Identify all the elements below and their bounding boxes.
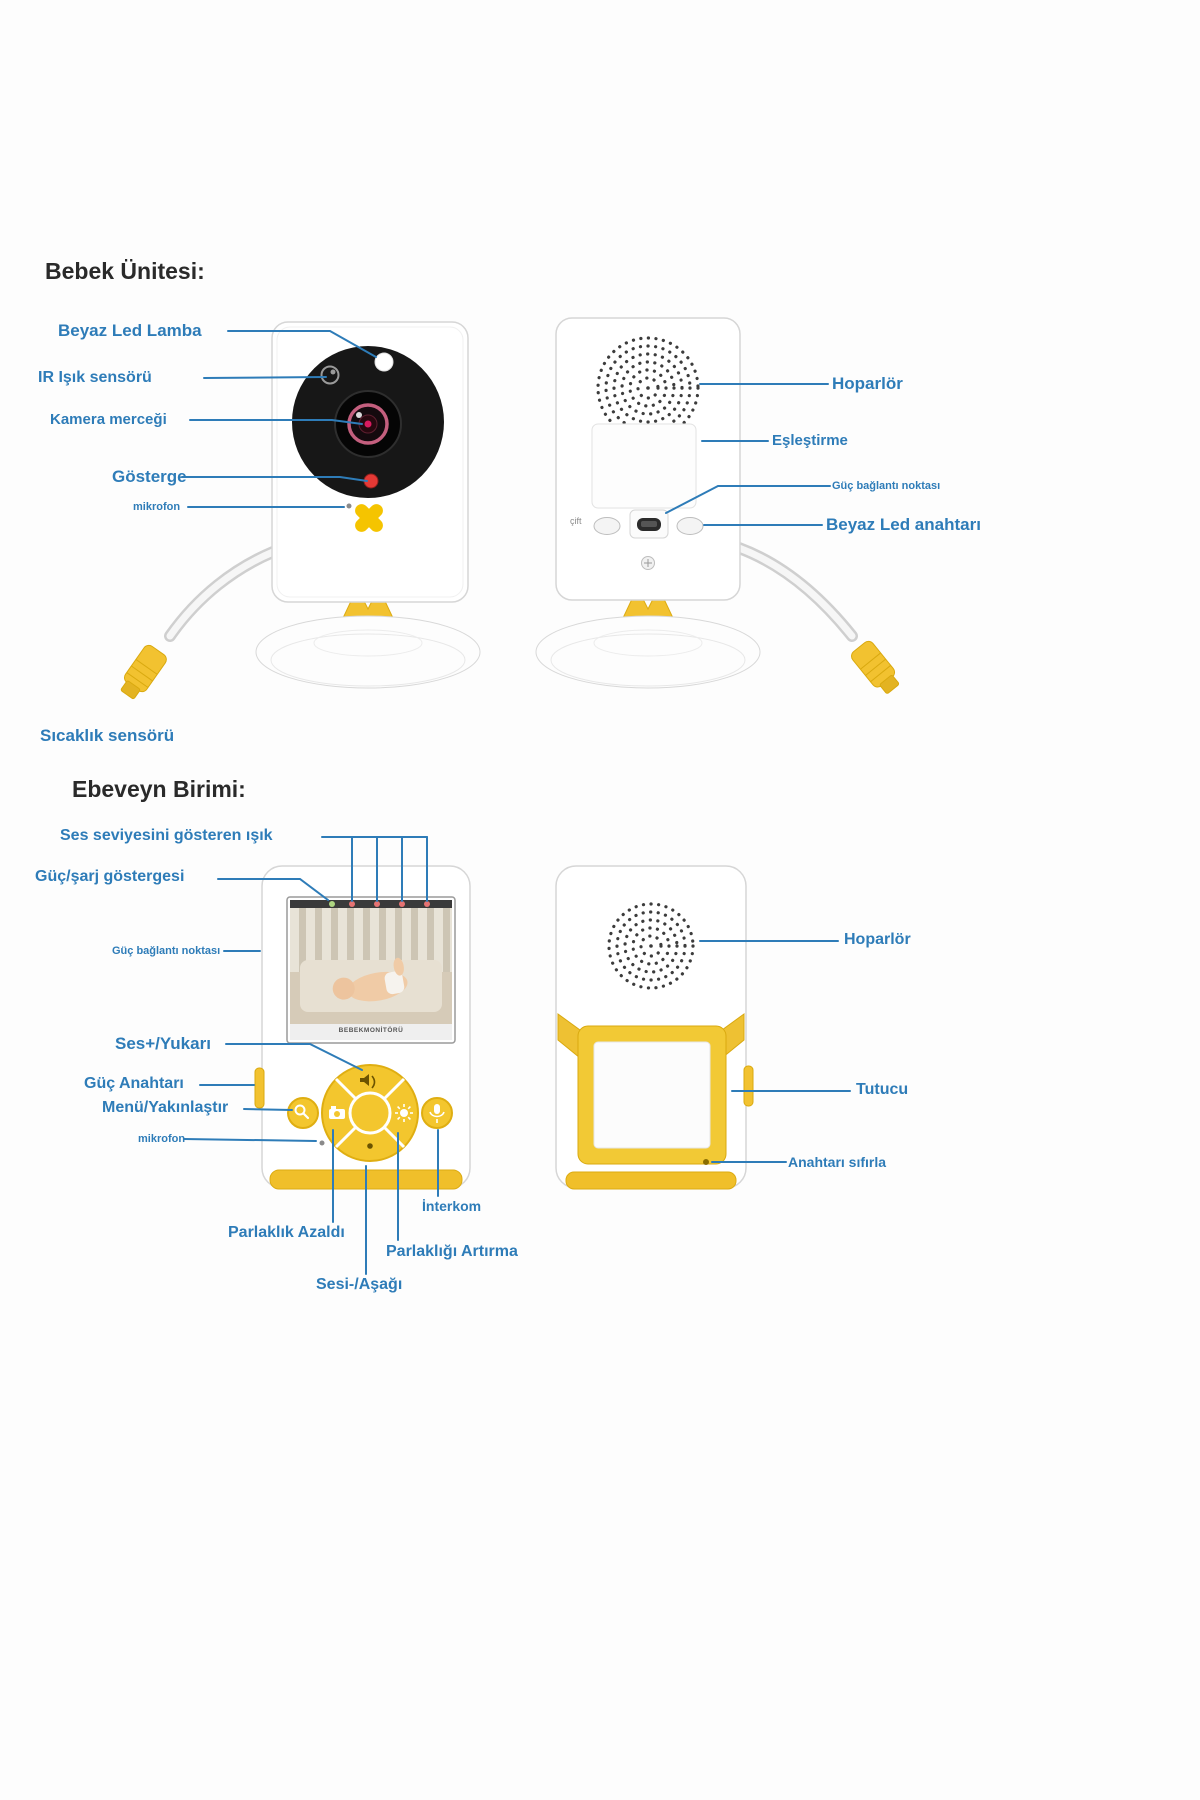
sound-level-led [424,901,430,907]
label-brightness-down: Parlaklık Azaldı [228,1224,345,1241]
label-microphone: mikrofon [133,501,181,513]
label-white-led-switch: Beyaz Led anahtarı [826,515,981,534]
sound-level-led [399,901,405,907]
callout-volume-up [225,1043,363,1071]
label-volume-up: Ses+/Yukarı [115,1034,211,1053]
volume-up-icon [360,1074,376,1089]
stand-base [255,615,481,689]
speaker-grille [607,902,695,990]
sound-level-led [374,901,380,907]
label-holder: Tutucu [856,1081,909,1098]
label-pairing: Eşleştirme [772,432,848,449]
temperature-sensor-plug [120,644,167,700]
label-volume-down: Sesi-/Aşağı [316,1276,403,1293]
callout-camera-lens [189,419,363,425]
brand-x-logo [355,504,383,532]
temperature-sensor-plug [851,640,900,694]
intercom-button[interactable] [421,1097,453,1129]
callout-menu-zoom [243,1108,293,1111]
reset-pinhole[interactable] [703,1159,709,1165]
white-led-lamp [374,352,394,372]
callout-lines [181,330,851,1275]
microphone-hole [319,1140,325,1146]
power-charge-led [329,901,335,907]
volume-down-icon [367,1143,373,1149]
label-temperature-sensor: Sıcaklık sensörü [40,726,175,745]
label-microphone-parent: mikrofon [138,1133,186,1145]
label-power-charge: Güç/şarj göstergesi [35,868,185,885]
stand-base [535,615,761,689]
callout-power-charge [217,878,329,901]
callout-power-port [665,485,831,514]
temperature-cable [164,546,279,642]
callout-microphone-parent [183,1138,317,1142]
speaker-grille [596,336,700,440]
bottom-trim [565,1171,737,1190]
dpad[interactable] [321,1064,419,1162]
ir-light-sensor-icon [320,365,340,385]
microphone-hole [346,503,352,509]
label-speaker: Hoparlör [832,374,903,393]
label-power-port: Güç bağlantı noktası [832,480,941,492]
white-led-switch-button[interactable] [676,517,704,535]
label-brightness-up: Parlaklığı Artırma [386,1243,518,1260]
label-pair-button: çift [570,516,582,526]
label-power-switch: Güç Anahtarı [84,1075,184,1092]
label-reset-switch: Anahtarı sıfırla [788,1154,887,1170]
baby-figure [332,957,408,1002]
brightness-up-icon [395,1104,413,1122]
baby-unit-front [120,321,481,700]
parent-unit-title: Ebeveyn Birimi: [72,776,246,802]
callout-white-led [227,330,377,358]
parent-unit-back [555,865,754,1190]
mic-icon [434,1104,440,1114]
parent-unit-front [254,865,471,1190]
back-panel [591,423,697,509]
camera-mode-icon [329,1106,345,1119]
magnifier-icon [294,1104,306,1116]
label-white-led: Beyaz Led Lamba [58,321,202,340]
label-sound-level-light: Ses seviyesini gösteren ışık [60,827,273,844]
label-power-port-parent: Güç bağlantı noktası [112,945,221,957]
baby-unit-back [535,317,900,694]
callout-indicator [181,476,368,482]
baby-unit-title: Bebek Ünitesi: [45,258,205,284]
screen-image [290,908,452,1040]
side-button[interactable] [743,1065,754,1107]
menu-zoom-button[interactable] [287,1097,319,1129]
label-intercom: İnterkom [422,1198,482,1214]
dpad-center-button[interactable] [348,1091,392,1135]
label-indicator: Gösterge [112,467,187,486]
pairing-button[interactable] [593,517,621,535]
label-ir-sensor: IR Işık sensörü [38,369,152,386]
screen-brand-text: BEBEKMONİTÖRÜ [338,1027,404,1034]
callout-ir-sensor [203,376,327,379]
label-speaker-parent: Hoparlör [844,931,911,948]
label-camera-lens: Kamera merceği [50,411,167,428]
label-menu-zoom: Menü/Yakınlaştır [102,1099,229,1116]
temperature-cable [733,542,858,642]
power-switch-side-button[interactable] [254,1067,265,1109]
sound-level-led [349,901,355,907]
